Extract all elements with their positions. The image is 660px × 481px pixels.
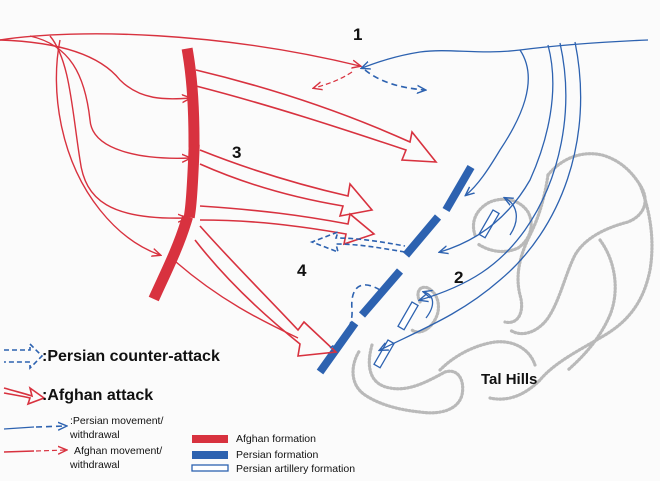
legend-afghan-move-label-1: Afghan movement/	[74, 445, 162, 457]
label-phase-2: 2	[454, 268, 463, 287]
persian-counter-attack-4b	[329, 284, 381, 349]
afghan-formations	[148, 47, 200, 302]
legend-afghan-formation-label: Afghan formation	[236, 433, 316, 445]
afghan-attack-south	[194, 225, 338, 357]
hill-ridge-long	[488, 183, 654, 401]
legend-afghan-attack-label: :Afghan attack	[42, 387, 153, 404]
hill-ridge-upper	[508, 152, 647, 336]
label-tal-hills: Tal Hills	[481, 371, 537, 388]
afghan-attacks	[194, 69, 438, 357]
afghan-formation-center	[183, 144, 200, 219]
afghan-move-top-a	[0, 39, 190, 99]
hill-knoll-south	[410, 285, 441, 334]
persian-formation-1	[442, 164, 475, 213]
legend-persian-move-label-2: withdrawal	[69, 429, 120, 441]
afghan-move-top-long	[0, 33, 360, 66]
afghan-move-top-c	[49, 35, 186, 218]
afghan-attack-north	[195, 69, 438, 163]
legend-afghan-move-label-2: withdrawal	[69, 459, 120, 471]
hill-ridge-inner	[503, 173, 550, 324]
hill-mass-south	[351, 343, 465, 415]
artillery-south	[373, 339, 395, 369]
legend-persian-move-dash	[35, 426, 66, 427]
afghan-move-top-b	[29, 35, 190, 158]
legend-artillery-swatch	[191, 464, 229, 472]
legend-afghan-attack-symbol	[3, 386, 46, 406]
legend-afghan-move-dash	[35, 450, 66, 451]
afghan-move-top-d	[55, 39, 160, 255]
tal-hills-terrain	[351, 152, 654, 415]
legend-persian-formation-swatch	[192, 451, 228, 459]
legend-counter-attack-label: :Persian counter-attack	[42, 348, 220, 365]
afghan-attack-center	[199, 149, 374, 218]
persian-move-top	[362, 39, 649, 68]
artillery-north	[478, 209, 500, 239]
persian-counter-attack-4a	[309, 230, 406, 254]
persian-move-knoll-return	[424, 292, 434, 319]
legend-artillery-label: Persian artillery formation	[236, 463, 355, 475]
label-phase-3: 3	[232, 143, 241, 162]
afghan-withdrawal-north	[314, 71, 353, 88]
label-phase-4: 4	[297, 261, 307, 280]
afghan-attack-upper-south	[199, 205, 376, 246]
legend-afghan-move-line	[3, 450, 35, 453]
persian-formation-4	[316, 320, 359, 375]
legend-persian-move-line	[3, 426, 35, 430]
legend: :Persian counter-attack :Afghan attack :…	[3, 342, 355, 475]
legend-persian-formation-label: Persian formation	[236, 449, 318, 461]
hill-knoll-north	[471, 197, 533, 254]
label-phase-1: 1	[353, 25, 362, 44]
artillery-middle	[397, 301, 419, 331]
persian-move-river-a	[466, 49, 529, 195]
persian-formation-2	[402, 214, 442, 258]
persian-formations	[316, 164, 475, 375]
afghan-formation-north	[181, 47, 200, 148]
afghan-formation-south	[148, 215, 193, 302]
persian-formation-3	[358, 268, 404, 318]
persian-move-river-b	[440, 44, 554, 252]
hill-ridge-outer	[566, 238, 617, 372]
legend-persian-move-label-1: :Persian movement/	[70, 415, 163, 427]
persian-movements	[362, 39, 649, 350]
persian-move-artillery-return	[505, 198, 517, 236]
legend-counter-attack-symbol	[4, 342, 44, 370]
persian-move-river-d	[380, 41, 582, 350]
legend-afghan-formation-swatch	[192, 435, 228, 443]
hill-mass-east	[438, 340, 537, 372]
persian-withdrawal-east	[364, 69, 425, 90]
persian-move-river-c	[420, 42, 567, 300]
persian-counter-attacks	[309, 69, 425, 349]
